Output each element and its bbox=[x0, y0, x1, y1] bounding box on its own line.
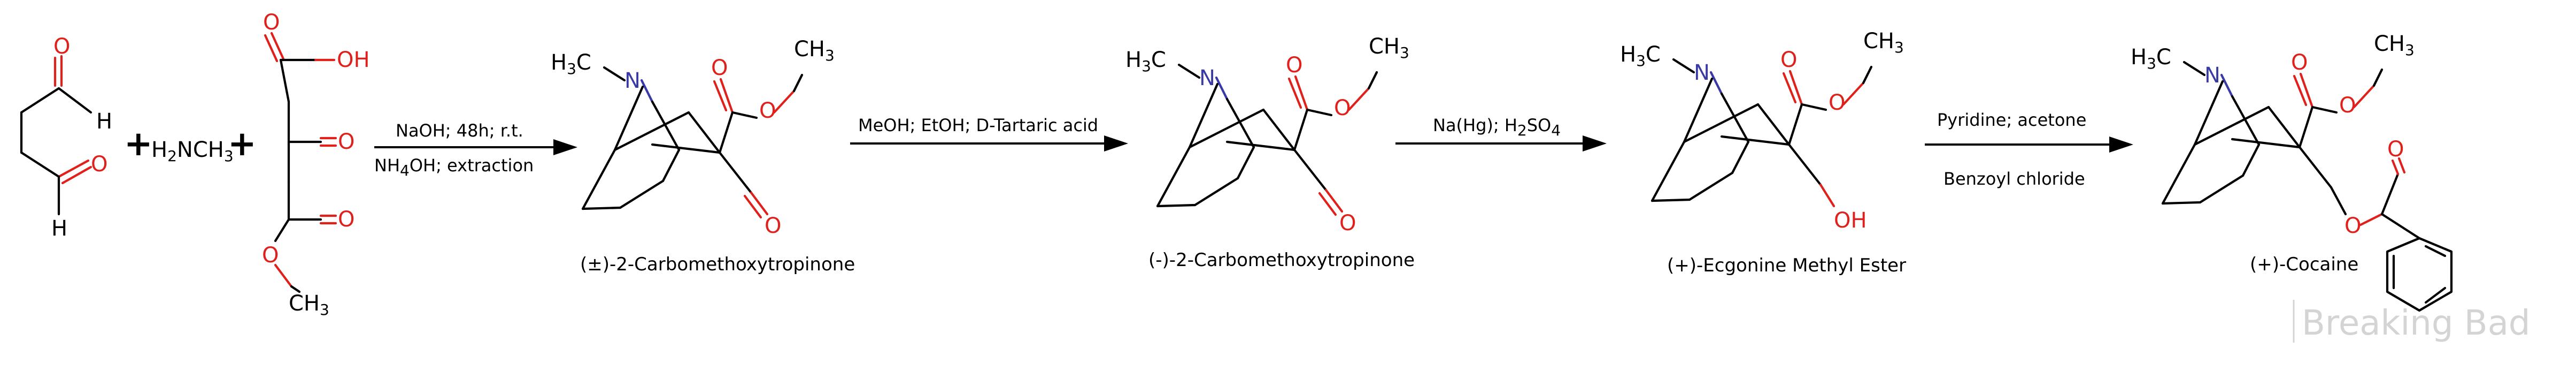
compound-4-name: (+)-Cocaine bbox=[2250, 254, 2358, 275]
svg-text:OH: OH bbox=[337, 48, 370, 72]
svg-text:Pyridine; acetone: Pyridine; acetone bbox=[1937, 110, 2086, 130]
svg-text:O: O bbox=[91, 152, 107, 177]
svg-text:H: H bbox=[51, 216, 67, 241]
svg-text:N: N bbox=[2204, 63, 2220, 88]
compound-2-structure: H3C N O O CH3 O bbox=[1125, 34, 1409, 236]
svg-text:H3C: H3C bbox=[1620, 42, 1661, 70]
svg-text:NaOH; 48h; r.t.: NaOH; 48h; r.t. bbox=[396, 120, 523, 141]
plus-sign: + bbox=[228, 124, 257, 164]
svg-text:O: O bbox=[759, 99, 776, 123]
svg-text:O: O bbox=[1334, 96, 1351, 120]
svg-text:CH3: CH3 bbox=[1863, 29, 1904, 56]
svg-text:O: O bbox=[2387, 137, 2404, 162]
methylamine: H2NCH3 bbox=[151, 138, 234, 165]
svg-text:NH4OH; extraction: NH4OH; extraction bbox=[374, 155, 534, 179]
svg-text:O: O bbox=[1339, 211, 1356, 236]
reaction-arrow-2: MeOH; EtOH; D-Tartaric acid bbox=[850, 115, 1128, 152]
watermark: Breaking Bad bbox=[2293, 300, 2531, 343]
succinaldehyde: O H O H bbox=[20, 34, 112, 241]
svg-text:CH3: CH3 bbox=[289, 291, 329, 319]
svg-text:O: O bbox=[338, 130, 354, 154]
svg-text:H3C: H3C bbox=[2131, 45, 2171, 72]
svg-text:O: O bbox=[711, 56, 728, 80]
svg-text:O: O bbox=[1829, 90, 1845, 115]
compound-3-structure: H3C N O O CH3 OH bbox=[1620, 29, 1904, 233]
svg-text:H3C: H3C bbox=[1125, 48, 1166, 75]
svg-text:Na(Hg); H2SO4: Na(Hg); H2SO4 bbox=[1433, 115, 1561, 139]
acetonedicarboxylic-ester: O OH O O O CH3 bbox=[262, 10, 370, 319]
compound-1-name: (±)-2-Carbomethoxytropinone bbox=[580, 254, 855, 275]
svg-text:O: O bbox=[338, 207, 354, 232]
svg-text:N: N bbox=[1199, 66, 1215, 90]
reaction-arrow-3: Na(Hg); H2SO4 bbox=[1395, 115, 1607, 152]
svg-text:N: N bbox=[624, 69, 641, 93]
svg-text:O: O bbox=[2344, 214, 2361, 238]
svg-text:O: O bbox=[262, 243, 279, 268]
svg-text:O: O bbox=[2291, 50, 2308, 75]
svg-text:Benzoyl chloride: Benzoyl chloride bbox=[1943, 169, 2085, 189]
svg-text:CH3: CH3 bbox=[2374, 32, 2415, 59]
svg-text:Breaking Bad: Breaking Bad bbox=[2302, 304, 2531, 343]
compound-1-structure: H3C N O O CH3 O bbox=[551, 37, 835, 238]
svg-text:N: N bbox=[1694, 60, 1710, 85]
compound-4-structure: H3C N O O CH3 O O bbox=[2131, 32, 2453, 312]
svg-text:O: O bbox=[1286, 53, 1302, 78]
svg-text:CH3: CH3 bbox=[794, 37, 835, 64]
svg-text:O: O bbox=[1780, 48, 1797, 72]
svg-text:MeOH; EtOH; D-Tartaric acid: MeOH; EtOH; D-Tartaric acid bbox=[858, 115, 1098, 135]
compound-3-name: (+)-Ecgonine Methyl Ester bbox=[1667, 255, 1906, 276]
svg-text:H: H bbox=[96, 109, 112, 134]
svg-text:O: O bbox=[2339, 93, 2356, 118]
compound-2-name: (-)-2-Carbomethoxytropinone bbox=[1148, 249, 1415, 271]
svg-text:OH: OH bbox=[1834, 208, 1867, 233]
svg-text:O: O bbox=[765, 214, 781, 238]
svg-text:H3C: H3C bbox=[551, 50, 591, 78]
svg-text:O: O bbox=[263, 10, 280, 35]
reaction-arrow-4: Pyridine; acetone Benzoyl chloride bbox=[1925, 110, 2133, 189]
svg-text:O: O bbox=[53, 34, 70, 59]
reaction-arrow-1: NaOH; 48h; r.t. NH4OH; extraction bbox=[374, 120, 577, 179]
svg-text:CH3: CH3 bbox=[1369, 34, 1409, 62]
plus-sign: + bbox=[124, 124, 153, 164]
